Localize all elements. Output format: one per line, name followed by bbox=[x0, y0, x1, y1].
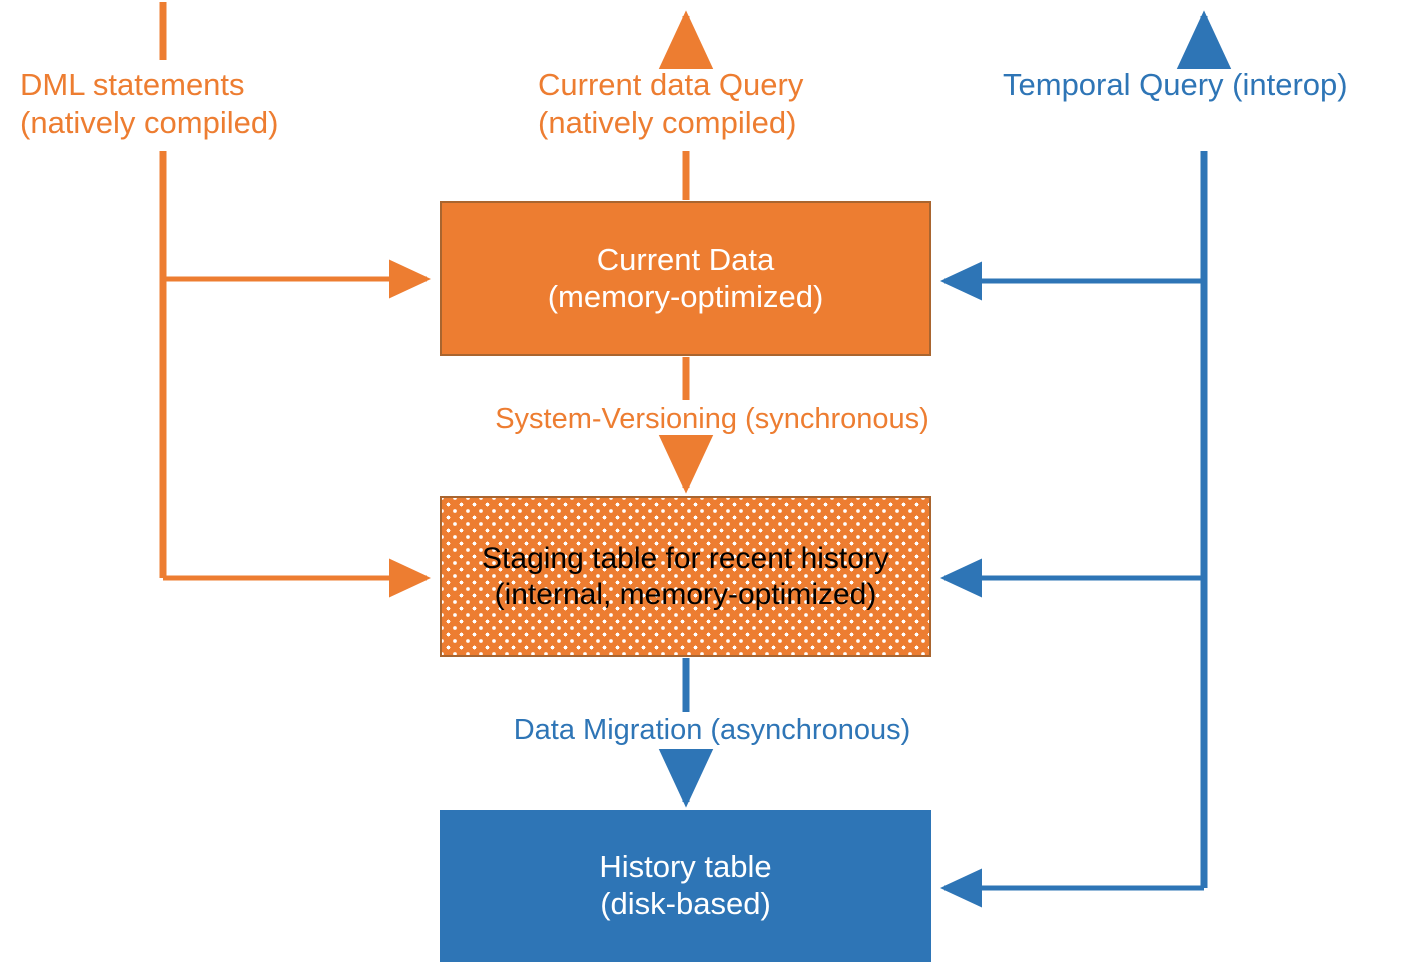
label-dml-statements: DML statements (natively compiled) bbox=[20, 67, 279, 140]
node-current-data[interactable]: Current Data (memory-optimized) bbox=[440, 201, 931, 356]
label-data-migration: Data Migration (asynchronous) bbox=[513, 714, 911, 746]
node-staging-table-label: Staging table for recent history (intern… bbox=[482, 542, 889, 611]
node-current-data-label: Current Data (memory-optimized) bbox=[547, 241, 824, 314]
label-current-data-query: Current data Query (natively compiled) bbox=[538, 67, 804, 140]
node-history-table-label: History table (disk-based) bbox=[599, 849, 772, 921]
label-system-versioning: System-Versioning (synchronous) bbox=[495, 403, 929, 435]
node-history-table[interactable]: History table (disk-based) bbox=[440, 810, 931, 962]
node-staging-table[interactable]: Staging table for recent history (intern… bbox=[440, 496, 931, 657]
label-temporal-query: Temporal Query (interop) bbox=[1003, 67, 1348, 102]
